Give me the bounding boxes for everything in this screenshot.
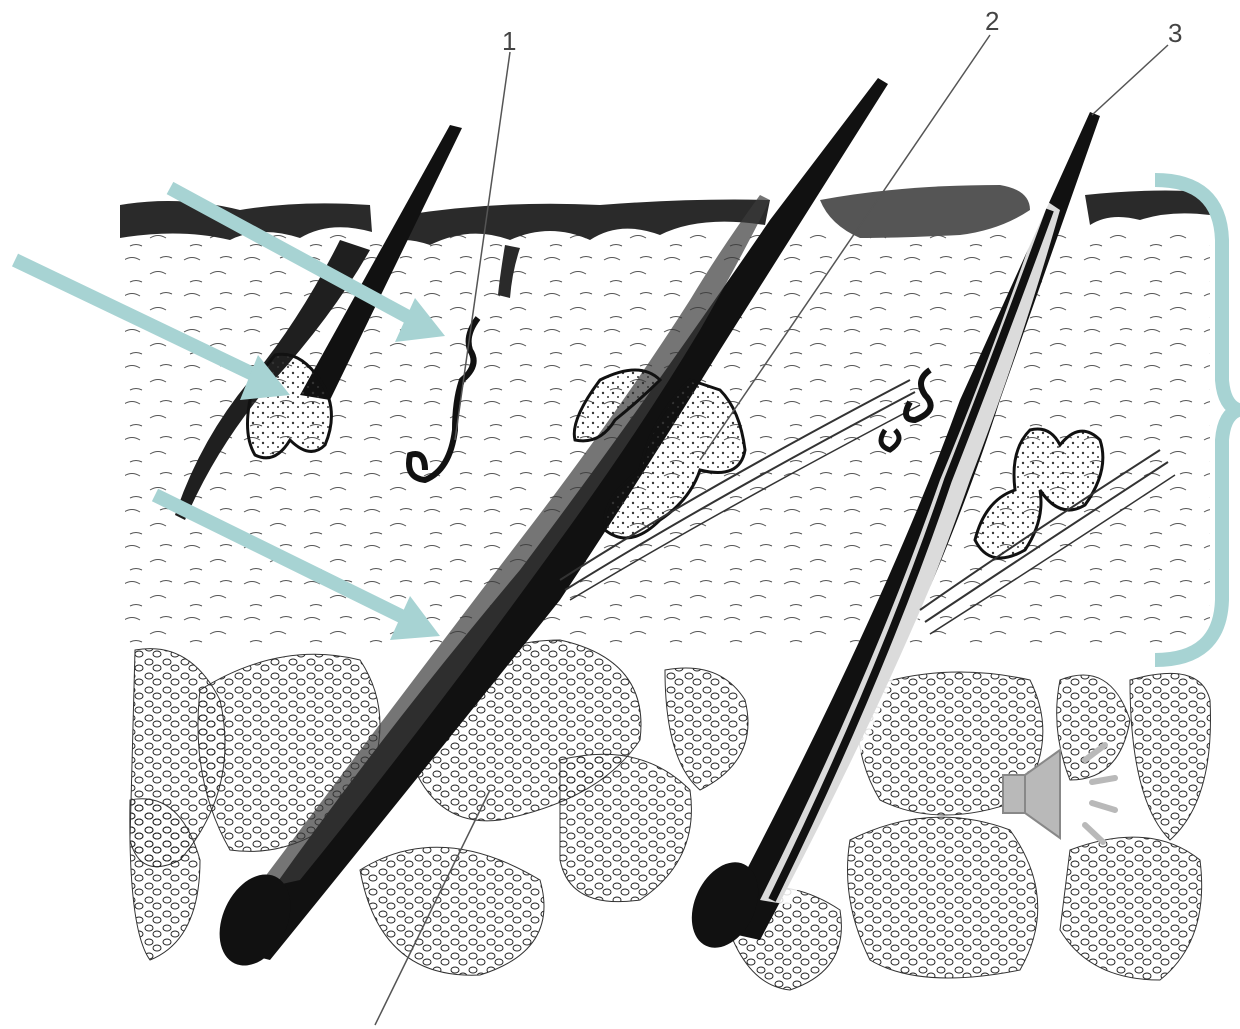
label-3: 3 bbox=[1168, 18, 1182, 48]
label-1: 1 bbox=[502, 26, 516, 56]
label-2: 2 bbox=[985, 6, 999, 36]
